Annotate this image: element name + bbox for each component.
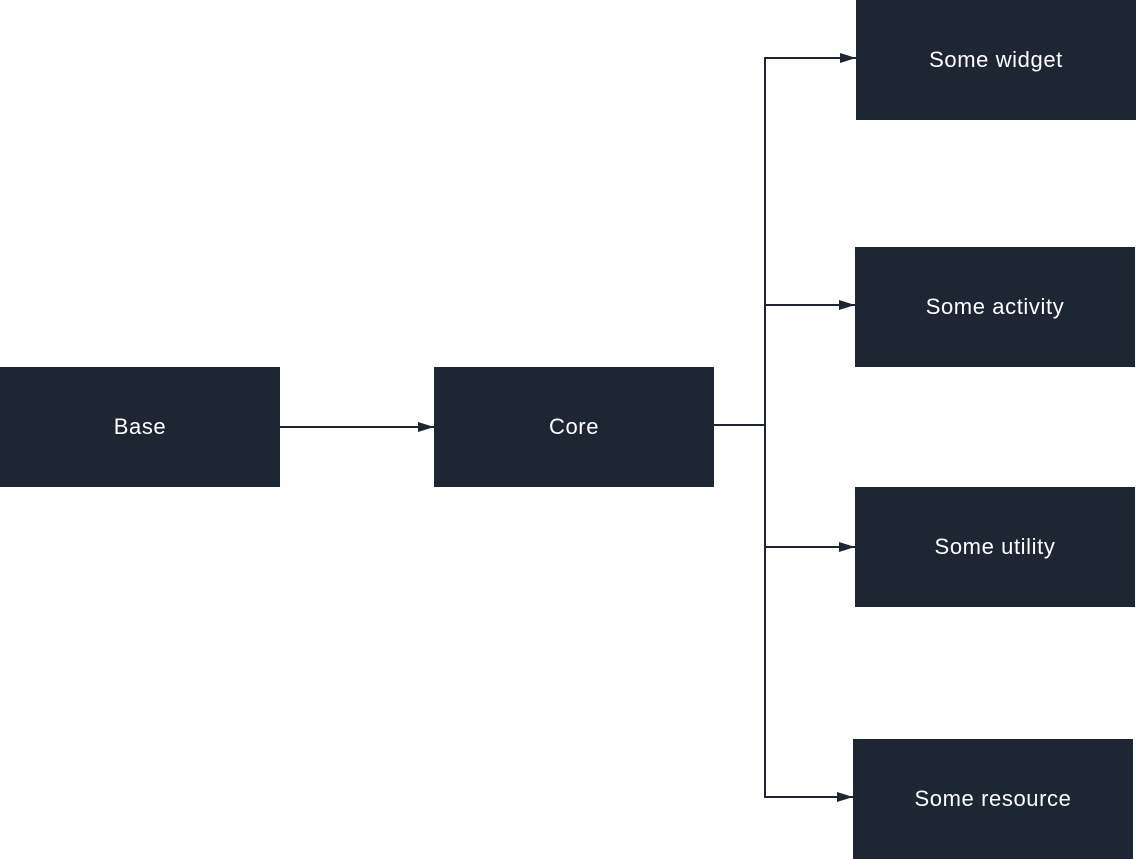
node-some-activity-label: Some activity [925, 294, 1065, 319]
node-core-label: Core [548, 414, 600, 439]
node-some-widget-label: Some widget [929, 47, 1063, 72]
node-core: Core [434, 367, 714, 487]
node-base-label: Base [113, 414, 167, 439]
node-base: Base [0, 367, 280, 487]
node-some-activity: Some activity [855, 247, 1135, 367]
node-some-resource: Some resource [853, 739, 1133, 859]
node-some-utility: Some utility [855, 487, 1135, 607]
node-some-resource-label: Some resource [914, 786, 1072, 811]
node-some-widget: Some widget [856, 0, 1136, 120]
node-some-utility-label: Some utility [934, 534, 1056, 559]
